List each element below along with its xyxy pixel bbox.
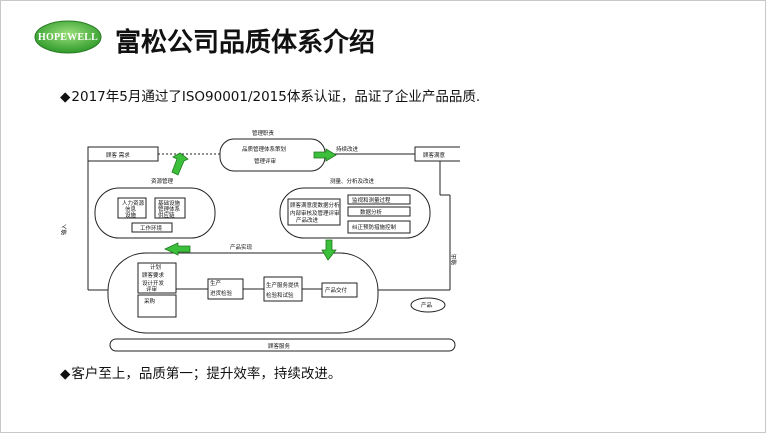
label-work-env: 工作环境 xyxy=(140,224,163,232)
label-customer-service: 顾客服务 xyxy=(268,342,291,350)
label-customer-need: 顾客 需求 xyxy=(106,151,130,159)
label-incoming: 进货检验 xyxy=(210,289,233,297)
logo-text: HOPEWELL xyxy=(38,31,98,43)
quality-system-diagram: 顾客 需求 顾客满意 管理职责 品质管理体系策划 管理评审 持续改进 资源管理 … xyxy=(60,129,460,352)
label-delivery: 产品交付 xyxy=(325,286,348,294)
label-resource-mgmt: 资源管理 xyxy=(151,177,174,185)
green-arrow-down-icon xyxy=(171,152,189,176)
bullet-quality-motto: ◆客户至上，品质第一；提升效率，持续改进。 xyxy=(60,362,341,382)
label-product-improve: 产品改进 xyxy=(296,216,319,224)
logo-ellipse xyxy=(34,20,102,54)
customer-service-bar xyxy=(109,338,456,352)
label-production: 生产 xyxy=(210,279,222,287)
label-production-service: 生产服务提供 xyxy=(266,281,300,289)
label-human: 人力资源 xyxy=(122,199,145,207)
label-mgmt-line2: 管理评审 xyxy=(254,157,277,165)
bullet-text-1: 2017年5月通过了ISO90001/2015体系认证，品证了企业产品品质. xyxy=(71,89,481,105)
product-realization-oval xyxy=(107,252,379,334)
label-product-realization: 产品实现 xyxy=(230,243,253,251)
bullet-iso-certification: ◆2017年5月通过了ISO90001/2015体系认证，品证了企业产品品质. xyxy=(60,85,480,105)
label-plan: 计划 xyxy=(150,263,161,271)
label-info: 信息 xyxy=(125,205,137,213)
green-arrow-left-icon xyxy=(164,242,191,256)
label-internal-audit: 内部审核及管理评审 xyxy=(290,209,340,217)
label-inspection: 检验和试验 xyxy=(266,291,294,299)
page-title: 富松公司品质体系介绍 xyxy=(115,28,376,58)
label-data-analysis: 数据分析 xyxy=(360,208,383,216)
label-continuous-improvement: 持续改进 xyxy=(336,145,359,153)
label-infrastructure: 基础设施 xyxy=(158,199,181,207)
green-arrow-up-icon xyxy=(321,239,337,261)
label-facilities: 设施 xyxy=(125,211,137,219)
label-mgmt-system: 管理体系 xyxy=(158,205,181,213)
label-design: 设计开发 xyxy=(142,279,165,287)
measurement-oval xyxy=(279,187,431,239)
label-process-control: 纠正预防措施控制 xyxy=(352,223,397,231)
mgmt-box xyxy=(219,138,326,172)
label-measurement: 测量、分析及改进 xyxy=(330,177,375,185)
label-input: 输入 xyxy=(60,223,68,235)
label-customer-req: 顾客要求 xyxy=(142,271,165,279)
diamond-bullet-icon: ◆ xyxy=(60,89,71,105)
label-mgmt-responsibility: 管理职责 xyxy=(252,129,275,137)
label-procurement: 采购 xyxy=(144,297,156,305)
hopewell-logo: HOPEWELL xyxy=(34,20,102,54)
bullet-text-2: 客户至上，品质第一；提升效率，持续改进。 xyxy=(71,366,342,382)
label-supply-chain: 供应链 xyxy=(158,211,175,219)
label-review: 评审 xyxy=(146,285,158,293)
label-output: 输出 xyxy=(450,254,458,265)
label-measure-monitor: 监视和测量过程 xyxy=(352,196,391,204)
label-product: 产品 xyxy=(421,301,433,309)
green-arrow-right-icon xyxy=(313,148,337,162)
diamond-bullet-icon: ◆ xyxy=(60,366,71,382)
label-customer-data: 顾客满意度数据分析 xyxy=(290,201,340,209)
resource-oval xyxy=(94,187,216,239)
label-customer-satisfaction: 顾客满意 xyxy=(423,151,446,159)
label-mgmt-line1: 品质管理体系策划 xyxy=(242,145,286,153)
